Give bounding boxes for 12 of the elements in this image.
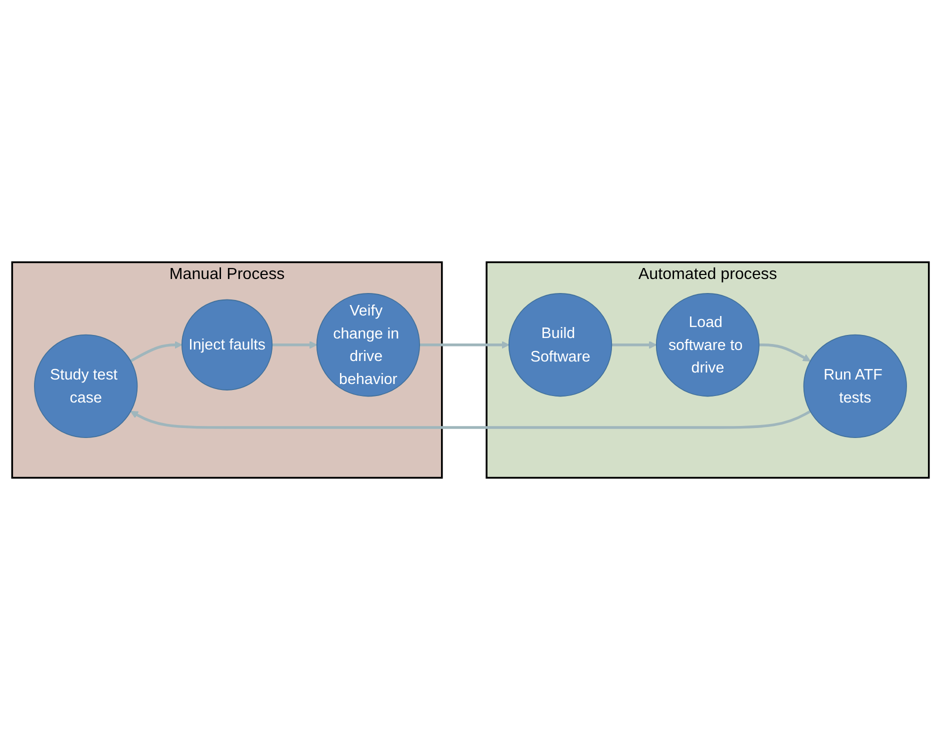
arrow [130, 410, 811, 429]
node-circle: Run ATF tests [803, 334, 907, 438]
arrow [130, 340, 182, 362]
arrow [420, 340, 510, 349]
node-circle: Build Software [508, 293, 612, 397]
node-circle: Study test case [34, 334, 138, 438]
node-circle: Veify change in drive behavior [316, 293, 420, 397]
node-circle: Load software to drive [656, 293, 760, 397]
node-circle: Inject faults [181, 299, 273, 390]
arrow [612, 340, 657, 349]
arrow [272, 340, 318, 349]
arrow [759, 344, 811, 362]
